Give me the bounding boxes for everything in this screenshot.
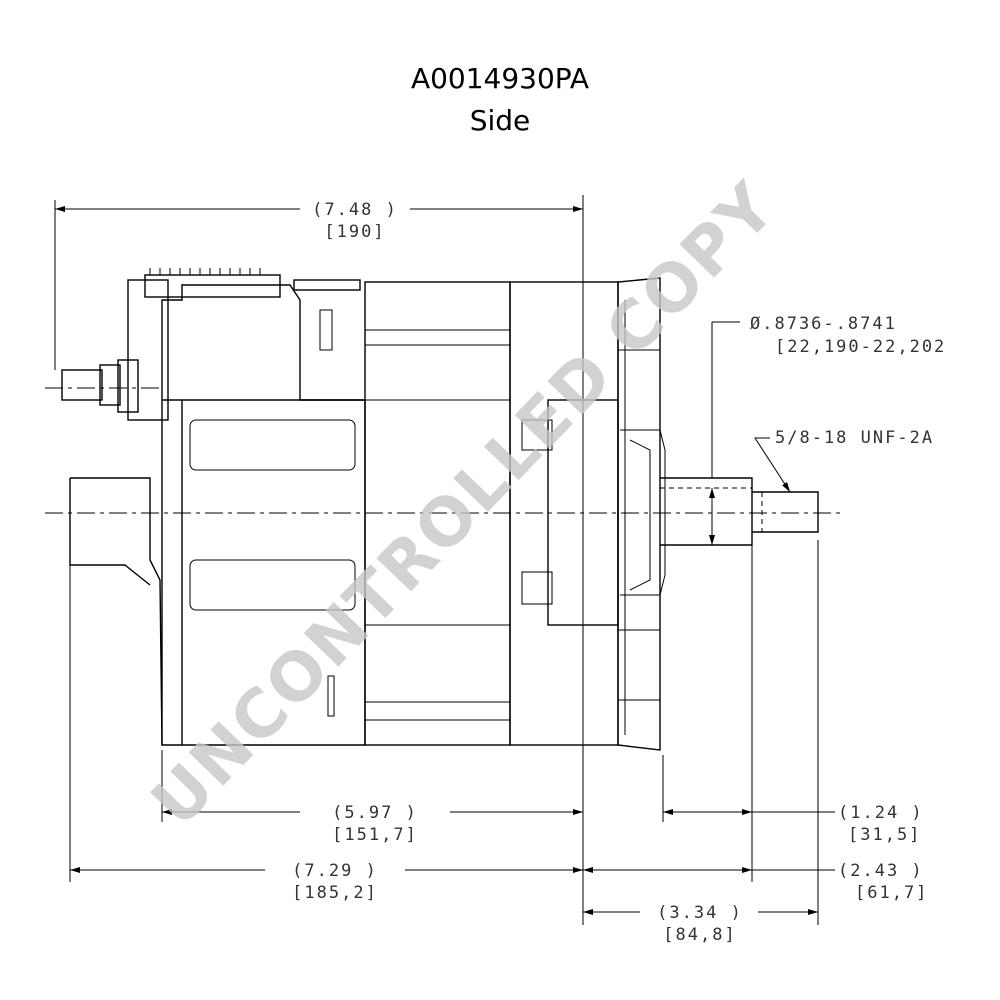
dim-shaft-diameter-inch: Ø.8736-.8741: [750, 314, 897, 334]
dim-pulley-shaft-mm: [31,5]: [848, 825, 921, 845]
dim-shaft-length-mm: [61,7]: [855, 883, 928, 903]
dim-body-mm: [151,7]: [332, 825, 418, 845]
dim-shaft-diameter-mm: [22,190-22,202: [775, 337, 946, 357]
dimension-lines: [55, 206, 835, 915]
dim-mount-to-end-inch: (3.34 ): [657, 903, 743, 923]
dim-overall-bottom-mm: [185,2]: [292, 883, 378, 903]
dim-pulley-shaft-inch: (1.24 ): [838, 803, 924, 823]
view-label: Side: [470, 104, 531, 137]
dim-shaft-length-inch: (2.43 ): [838, 861, 924, 881]
part-number: A0014930PA: [411, 62, 589, 95]
dim-body-inch: (5.97 ): [332, 803, 418, 823]
dim-overall-bottom-inch: (7.29 ): [292, 861, 378, 881]
watermark-text: UNCONTROLLED COPY: [137, 168, 791, 842]
dim-thread: 5/8-18 UNF-2A: [775, 428, 934, 448]
extension-lines: [54, 195, 819, 925]
dim-overall-top-mm: [190]: [324, 222, 385, 242]
dim-mount-to-end-mm: [84,8]: [663, 925, 736, 945]
dim-overall-top-inch: (7.48 ): [312, 200, 398, 220]
